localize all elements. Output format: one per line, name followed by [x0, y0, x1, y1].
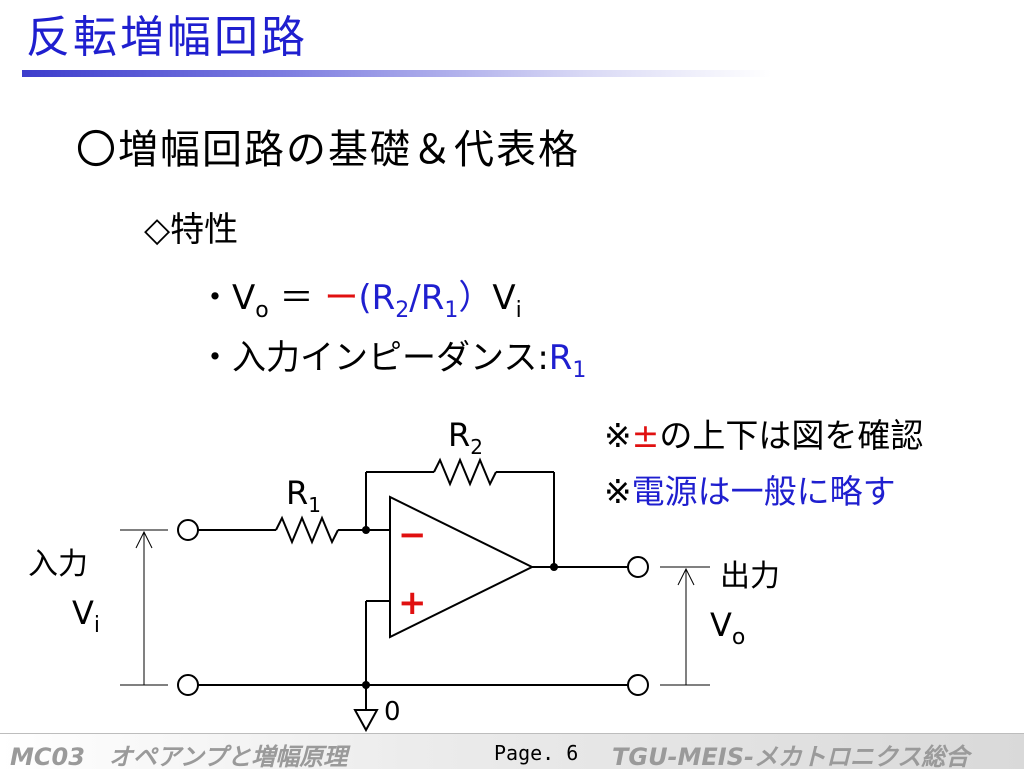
- gain-prefix: ・V: [198, 278, 256, 318]
- terminal-input-bottom: [177, 674, 199, 696]
- r2-label: R2: [448, 416, 483, 459]
- vi-label: Vi: [72, 594, 100, 638]
- note2-mark: ※: [604, 472, 632, 511]
- resistor-r2: [433, 457, 497, 487]
- resistor-r1: [275, 515, 339, 545]
- gain-formula: ・Vo ＝ ー(R2/R1）Vi: [198, 278, 522, 323]
- junction-dots: [362, 526, 558, 689]
- ground-symbol: [353, 709, 379, 733]
- impedance-colon: :: [537, 338, 549, 378]
- opamp-plus-sign: +: [398, 583, 427, 623]
- junction-output: [550, 563, 558, 571]
- plus-minus-symbol: ±: [631, 416, 660, 455]
- note-polarity: ※±の上下は図を確認: [604, 416, 924, 455]
- junction-ground: [362, 681, 370, 689]
- note1-text: の上下は図を確認: [659, 416, 924, 455]
- vi-subscript: i: [515, 298, 522, 323]
- circuit-wires: [120, 457, 710, 733]
- terminal-output-top: [627, 556, 649, 578]
- junction-minus: [362, 526, 370, 534]
- ratio-close: ）: [458, 278, 493, 318]
- terminal-input-top: [177, 519, 199, 541]
- vi-arrowhead: [135, 530, 153, 549]
- note-power-supply: ※電源は一般に略す: [604, 472, 896, 511]
- note2-text: 電源は一般に略す: [631, 472, 896, 511]
- footer-organization: TGU-MEIS-メカトロニクス総合: [612, 743, 970, 771]
- title-underline: [22, 70, 772, 77]
- opamp-minus-sign: −: [398, 515, 427, 555]
- note1-mark: ※: [604, 416, 632, 455]
- opamp-triangle: [389, 495, 535, 639]
- characteristics-heading: ◇特性: [144, 210, 239, 250]
- ratio-slash: /R: [409, 278, 445, 318]
- ratio-open: (R: [358, 278, 396, 318]
- impedance-r: R: [548, 338, 573, 378]
- section-heading: 〇増幅回路の基礎＆代表格: [76, 127, 580, 173]
- r2-subscript: 2: [395, 298, 410, 323]
- minus-sign: ー: [324, 278, 359, 318]
- impedance-label: ・入力インピーダンス: [198, 338, 538, 378]
- footer-bar: MC03 オペアンプと増幅原理 Page. 6 TGU-MEIS-メカトロニクス…: [0, 733, 1024, 771]
- equals-sign: ＝: [268, 278, 325, 318]
- output-label: 出力: [720, 559, 780, 594]
- terminals: [177, 519, 649, 696]
- input-label: 入力: [28, 547, 88, 582]
- vo-arrowhead: [677, 567, 695, 586]
- impedance-r-subscript: 1: [572, 358, 587, 383]
- vi-symbol: V: [492, 278, 516, 318]
- vo-subscript: o: [255, 298, 269, 323]
- input-impedance: ・入力インピーダンス:R1: [198, 338, 587, 383]
- r1-subscript: 1: [444, 298, 459, 323]
- terminal-output-bottom: [627, 674, 649, 696]
- r1-label: R1: [286, 474, 321, 517]
- ground-label: 0: [384, 697, 401, 727]
- slide-title: 反転増幅回路: [26, 12, 308, 63]
- footer-course: MC03 オペアンプと増幅原理: [10, 743, 348, 771]
- vo-label: Vo: [710, 606, 745, 650]
- footer-page-number: Page. 6: [494, 741, 579, 765]
